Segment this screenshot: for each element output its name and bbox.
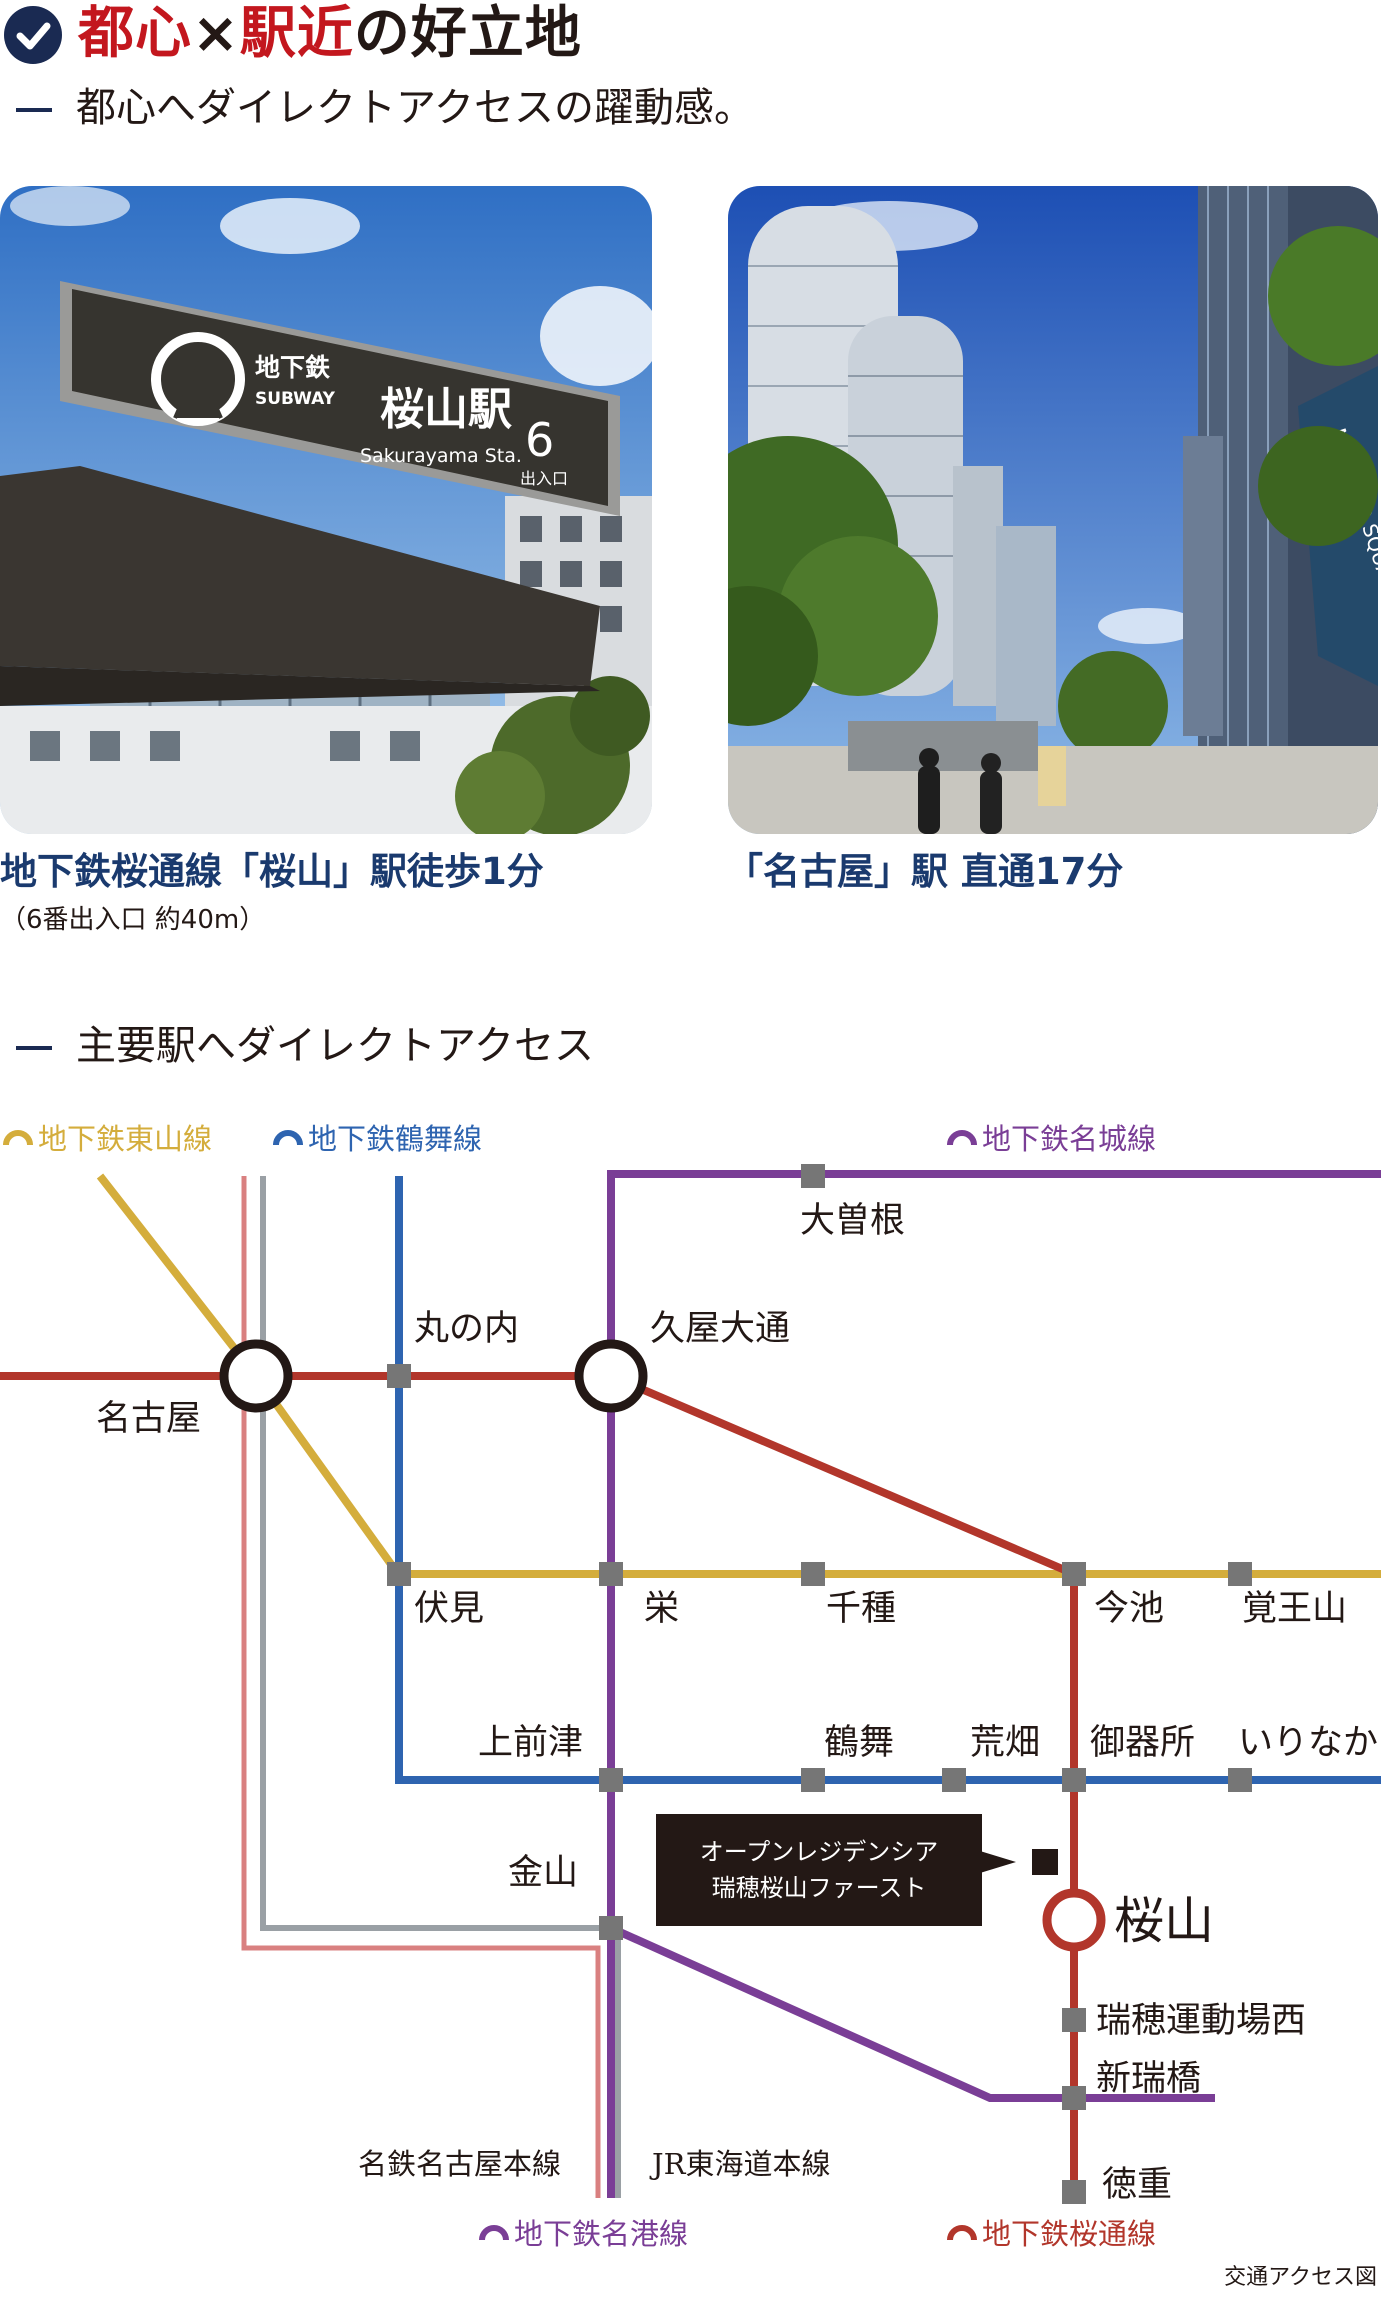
legend-tsurumai: 地下鉄鶴舞線 <box>273 1122 482 1156</box>
subheading-dash <box>16 108 52 112</box>
photo-nagoya-towers: MIDLAND SQUARE <box>728 186 1378 834</box>
headline-part-2: × <box>192 1 240 66</box>
line-label-higashiyama: 地下鉄東山線 <box>38 1122 212 1156</box>
line-label-tsurumai: 地下鉄鶴舞線 <box>308 1122 482 1156</box>
station-marker-arahata <box>942 1768 966 1792</box>
station-marker-sakae <box>599 1562 623 1586</box>
subheading-2: 主要駅へダイレクトアクセス <box>76 1023 594 1069</box>
headline-part-3: 駅近 <box>239 1 354 66</box>
legend-meiko: 地下鉄名港線 <box>479 2217 688 2251</box>
headline: 都心×駅近の好立地 <box>0 0 1381 70</box>
station-irinaka: いりなか <box>1238 1723 1378 1763</box>
station-marker-chikusa <box>801 1562 825 1586</box>
station-sakurayama: 桜山 <box>1114 1892 1214 1950</box>
headline-part-1: 都心 <box>78 1 192 66</box>
line-tsurumai <box>395 1176 1381 1784</box>
station-shinmizuho: 新瑞橋 <box>1096 2059 1201 2099</box>
property-marker <box>1032 1849 1058 1875</box>
sign-exit-number: 6 <box>525 413 554 467</box>
station-marker-shinmizuho <box>1062 2086 1086 2110</box>
station-chikusa: 千種 <box>826 1589 896 1629</box>
station-circle-sakurayama <box>1042 1888 1106 1952</box>
station-marker-fushimi <box>387 1562 411 1586</box>
station-mizuho: 瑞穂運動場西 <box>1096 2001 1306 2041</box>
station-fushimi: 伏見 <box>414 1589 484 1629</box>
sign-exit-label: 出入口 <box>520 469 568 488</box>
station-arahata: 荒畑 <box>970 1723 1040 1763</box>
subway-logo-icon <box>947 2225 977 2241</box>
photo-sakurayama-station: 地下鉄 SUBWAY 桜山駅 Sakurayama Sta. 6 出入口 <box>0 186 652 834</box>
station-kakuozan: 覚王山 <box>1242 1589 1347 1629</box>
subway-logo-icon <box>273 1130 303 1146</box>
station-marunouchi: 丸の内 <box>414 1309 519 1349</box>
station-tokushige: 徳重 <box>1102 2165 1172 2205</box>
property-label-box <box>656 1814 982 1926</box>
station-kanayama: 金山 <box>508 1853 578 1893</box>
station-imaike: 今池 <box>1094 1589 1164 1629</box>
station-circle-nagoya <box>219 1339 293 1413</box>
station-kamimaezu: 上前津 <box>478 1723 583 1763</box>
sign-line-name: 地下鉄 <box>255 353 330 382</box>
station-ozone: 大曽根 <box>800 1201 905 1241</box>
caption-sakurayama-note: （6番出入口 約40m） <box>0 905 266 935</box>
station-circle-hisaya <box>574 1339 648 1413</box>
legend-higashiyama: 地下鉄東山線 <box>3 1122 212 1156</box>
station-marker-kamimaezu <box>599 1768 623 1792</box>
route-map: オープンレジデンシア 瑞穂桜山ファースト 地下鉄東山線 地下鉄鶴舞線 地下鉄名城… <box>0 1100 1381 2293</box>
station-tsurumai: 鶴舞 <box>824 1723 894 1763</box>
line-meitetsu <box>241 1176 601 2198</box>
sign-subway: SUBWAY <box>255 389 336 409</box>
headline-title: 都心×駅近の好立地 <box>78 2 582 66</box>
checkmark-icon <box>4 6 62 64</box>
subheading-dash-2 <box>16 1046 52 1050</box>
sign-station-name: 桜山駅 <box>380 384 512 435</box>
subway-logo-icon <box>3 1130 33 1146</box>
map-note: 交通アクセス図 <box>1224 2265 1377 2290</box>
line-higashiyama <box>96 1173 1381 1578</box>
line-label-meiko: 地下鉄名港線 <box>514 2217 688 2251</box>
station-marker-marunouchi <box>387 1364 411 1388</box>
station-marker-mizuho <box>1062 2008 1086 2032</box>
station-marker-imaike <box>1062 1562 1086 1586</box>
property-label-line-2: 瑞穂桜山ファースト <box>712 1874 927 1902</box>
station-hisaya: 久屋大通 <box>650 1309 790 1349</box>
subway-logo-icon <box>947 1130 977 1146</box>
station-marker-ozone <box>801 1164 825 1188</box>
caption-sakurayama: 地下鉄桜通線「桜山」駅徒歩1分 <box>0 850 544 893</box>
legend-meijo: 地下鉄名城線 <box>947 1122 1156 1156</box>
station-marker-kanayama <box>599 1916 623 1940</box>
subheading-1: 都心へダイレクトアクセスの躍動感。 <box>76 85 754 131</box>
station-marker-tsurumai <box>801 1768 825 1792</box>
headline-part-4: の好立地 <box>353 1 582 66</box>
subway-logo-icon <box>479 2225 509 2241</box>
station-marker-kakuozan <box>1228 1562 1252 1586</box>
legend-sakuradori: 地下鉄桜通線 <box>947 2217 1156 2251</box>
line-label-meijo: 地下鉄名城線 <box>982 1122 1156 1156</box>
station-nagoya: 名古屋 <box>96 1399 201 1439</box>
line-label-jr: JR東海道本線 <box>649 2147 830 2181</box>
line-sakuradori <box>0 1372 1078 2190</box>
caption-nagoya: 「名古屋」駅 直通17分 <box>726 850 1124 893</box>
line-label-sakuradori: 地下鉄桜通線 <box>982 2217 1156 2251</box>
property-label-line-1: オープンレジデンシア <box>700 1838 939 1866</box>
property-pointer <box>980 1851 1016 1873</box>
line-jr <box>260 1176 621 2198</box>
sign-romaji: Sakurayama Sta. <box>360 445 522 467</box>
station-marker-gokiso <box>1062 1768 1086 1792</box>
station-sakae: 栄 <box>644 1589 679 1629</box>
station-gokiso: 御器所 <box>1090 1723 1195 1763</box>
station-marker-irinaka <box>1228 1768 1252 1792</box>
line-label-meitetsu: 名鉄名古屋本線 <box>358 2147 561 2181</box>
station-marker-tokushige <box>1062 2180 1086 2204</box>
